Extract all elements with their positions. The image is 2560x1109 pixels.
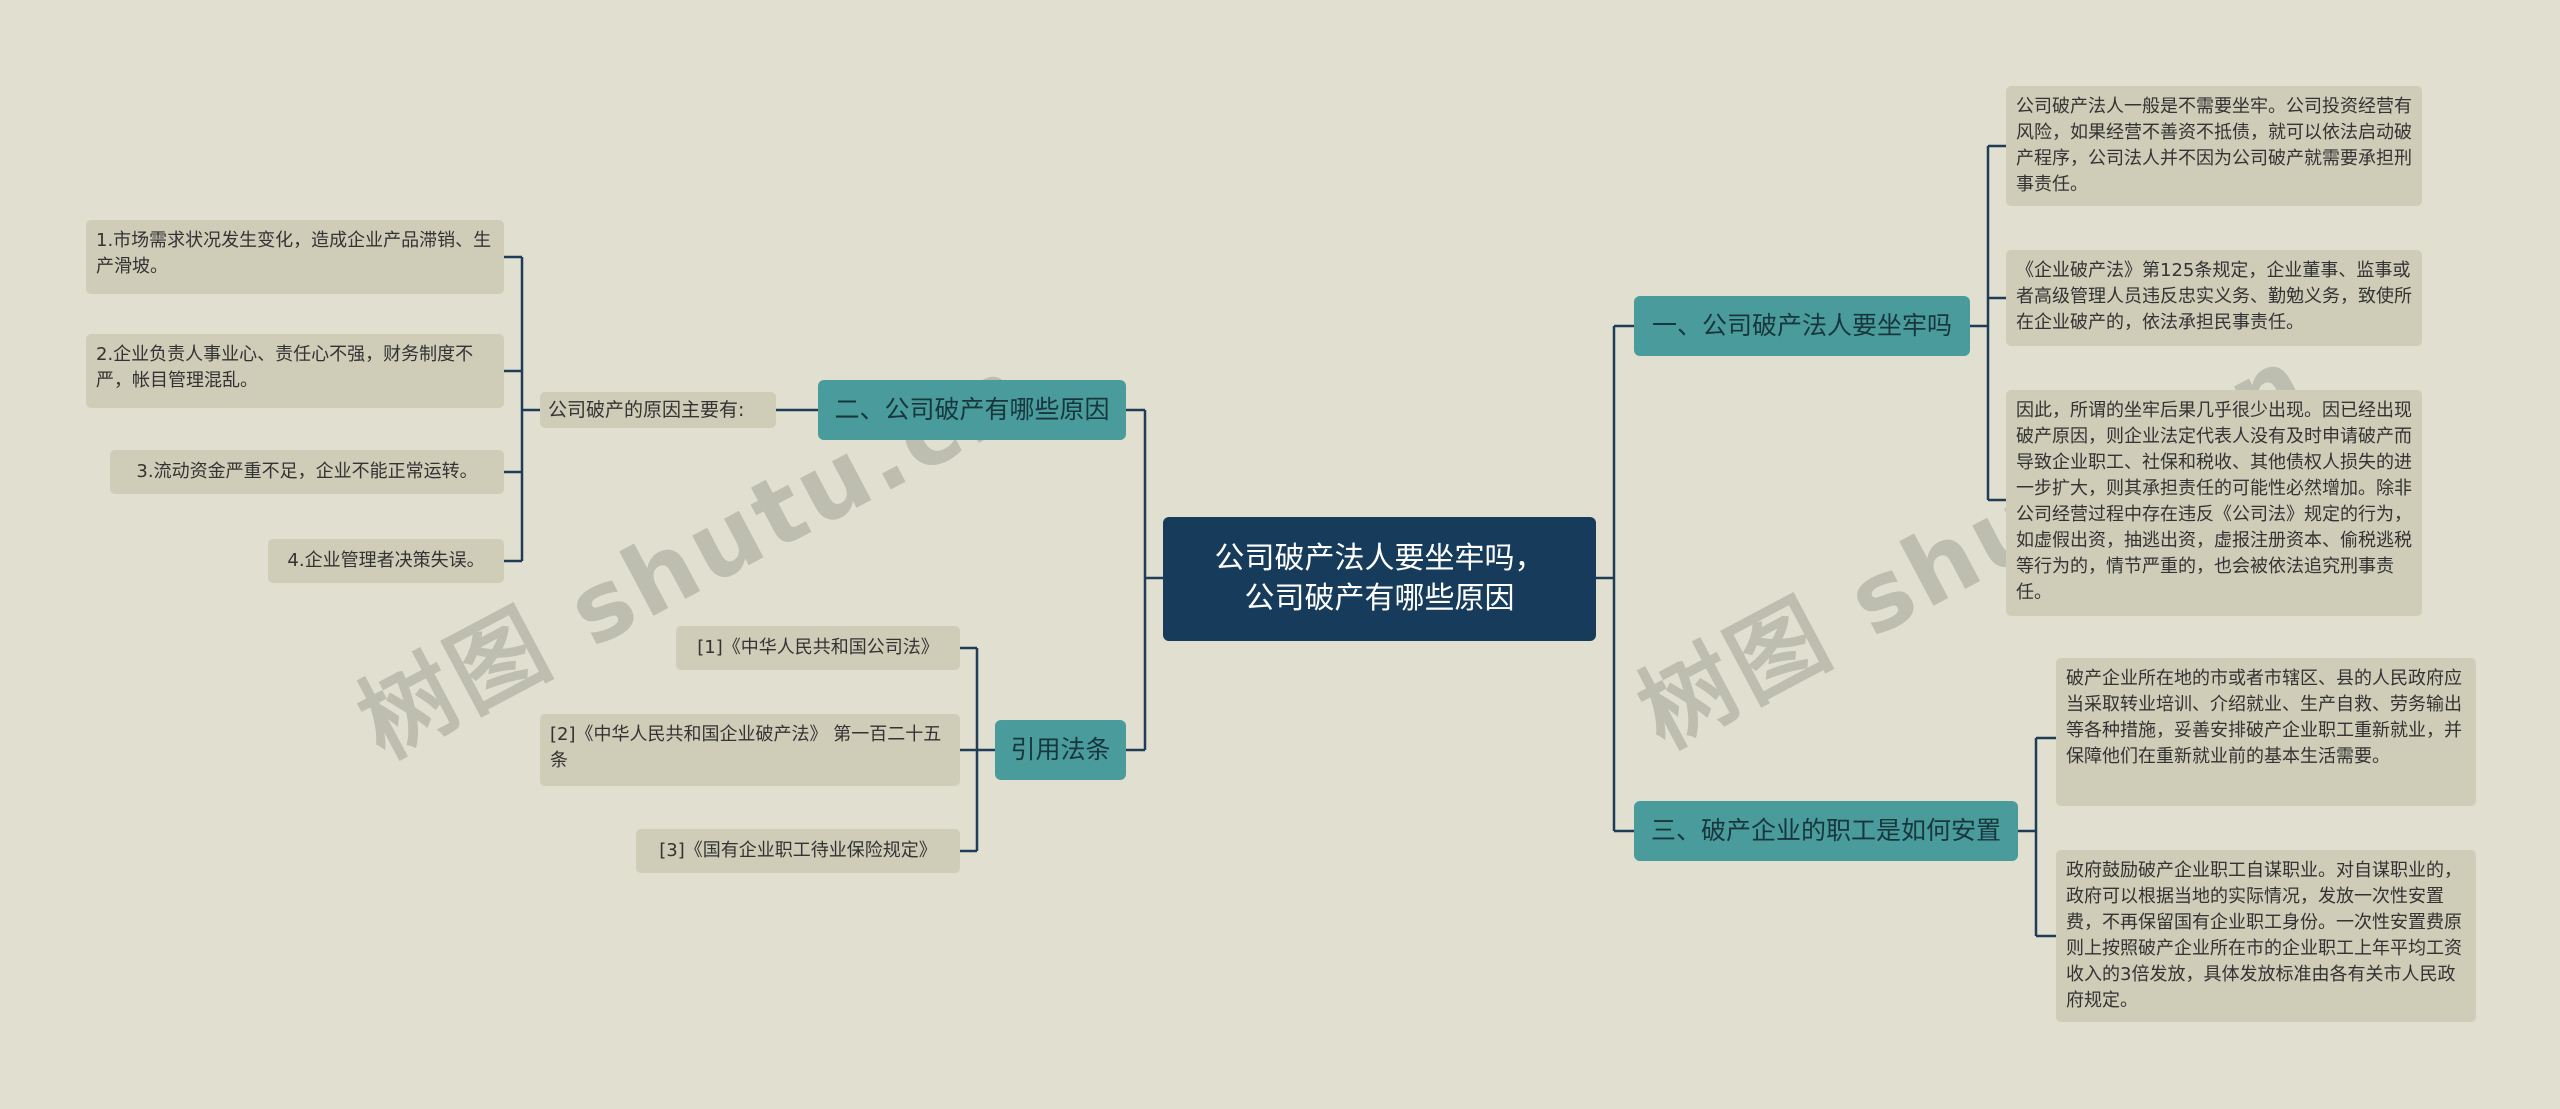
- intermediate-node[interactable]: 公司破产的原因主要有:: [540, 392, 776, 428]
- root-topic[interactable]: 公司破产法人要坐牢吗， 公司破产有哪些原因: [1163, 517, 1596, 641]
- leaf-node[interactable]: 公司破产法人一般是不需要坐牢。公司投资经营有风险，如果经营不善资不抵债，就可以依…: [2006, 86, 2422, 206]
- connector-citation: [960, 646, 995, 853]
- branch-topic-2[interactable]: 二、公司破产有哪些原因: [818, 380, 1126, 440]
- leaf-node[interactable]: 破产企业所在地的市或者市辖区、县的人民政府应当采取转业培训、介绍就业、生产自救、…: [2056, 658, 2476, 806]
- leaf-node[interactable]: 2.企业负责人事业心、责任心不强，财务制度不严，帐目管理混乱。: [86, 334, 504, 408]
- connector-root-right: [1596, 324, 1634, 833]
- connector-root-left: [1126, 408, 1163, 752]
- leaf-node[interactable]: 政府鼓励破产企业职工自谋职业。对自谋职业的，政府可以根据当地的实际情况，发放一次…: [2056, 850, 2476, 1022]
- leaf-node[interactable]: 3.流动资金严重不足，企业不能正常运转。: [110, 450, 504, 494]
- branch-topic-3[interactable]: 三、破产企业的职工是如何安置: [1634, 801, 2018, 861]
- branch-topic-citations[interactable]: 引用法条: [995, 720, 1126, 780]
- connector-intermediate: [504, 255, 540, 563]
- leaf-node[interactable]: 4.企业管理者决策失误。: [268, 539, 504, 583]
- citation-item[interactable]: [3]《国有企业职工待业保险规定》: [636, 829, 960, 873]
- leaf-node[interactable]: 因此，所谓的坐牢后果几乎很少出现。因已经出现破产原因，则企业法定代表人没有及时申…: [2006, 390, 2422, 616]
- leaf-node[interactable]: 1.市场需求状况发生变化，造成企业产品滞销、生产滑坡。: [86, 220, 504, 294]
- connector-branch3: [2018, 736, 2056, 938]
- leaf-node[interactable]: 《企业破产法》第125条规定，企业董事、监事或者高级管理人员违反忠实义务、勤勉义…: [2006, 250, 2422, 346]
- citation-item[interactable]: [1]《中华人民共和国公司法》: [676, 626, 960, 670]
- connector-branch1: [1970, 144, 2006, 502]
- branch-topic-1[interactable]: 一、公司破产法人要坐牢吗: [1634, 296, 1970, 356]
- citation-item[interactable]: [2]《中华人民共和国企业破产法》 第一百二十五条: [540, 714, 960, 786]
